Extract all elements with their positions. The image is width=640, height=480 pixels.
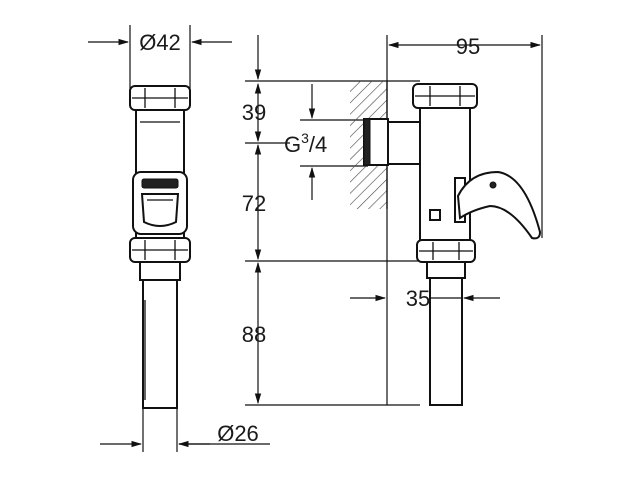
height-middle-label: 72 (242, 191, 266, 216)
bottom-diameter-dimension: Ø26 (100, 408, 270, 452)
side-view: 95 39 72 88 (242, 34, 543, 406)
thread-denominator: 4 (315, 132, 327, 157)
thread-dimension: G3/4 (284, 84, 368, 200)
height-top-dimension: 39 (242, 35, 266, 143)
reference-lines (245, 80, 420, 406)
side-lever (456, 170, 542, 240)
thread-label: G3/4 (284, 130, 327, 157)
offset-label: 35 (406, 286, 430, 311)
top-diameter-label: Ø42 (139, 30, 181, 55)
front-pipe (139, 261, 181, 409)
thread-prefix: G (284, 132, 301, 157)
width-label: 95 (456, 34, 480, 59)
top-diameter-dimension: Ø42 (88, 25, 232, 92)
front-push-button (132, 171, 188, 235)
side-body (412, 83, 478, 243)
front-view: Ø42 (88, 25, 270, 452)
height-middle-dimension: 72 (242, 143, 266, 261)
front-bottom-nut (129, 237, 191, 263)
bottom-diameter-label: Ø26 (217, 421, 259, 446)
height-bottom-dimension: 88 (242, 261, 266, 405)
front-top-nut (129, 85, 191, 111)
offset-dimension: 35 (350, 286, 500, 311)
side-bottom-nut (416, 239, 476, 263)
height-bottom-label: 88 (242, 322, 266, 347)
thread-numerator: 3 (301, 130, 309, 146)
thread-slash: / (309, 132, 316, 157)
height-top-label: 39 (242, 100, 266, 125)
side-outlet-pipe (426, 261, 466, 406)
